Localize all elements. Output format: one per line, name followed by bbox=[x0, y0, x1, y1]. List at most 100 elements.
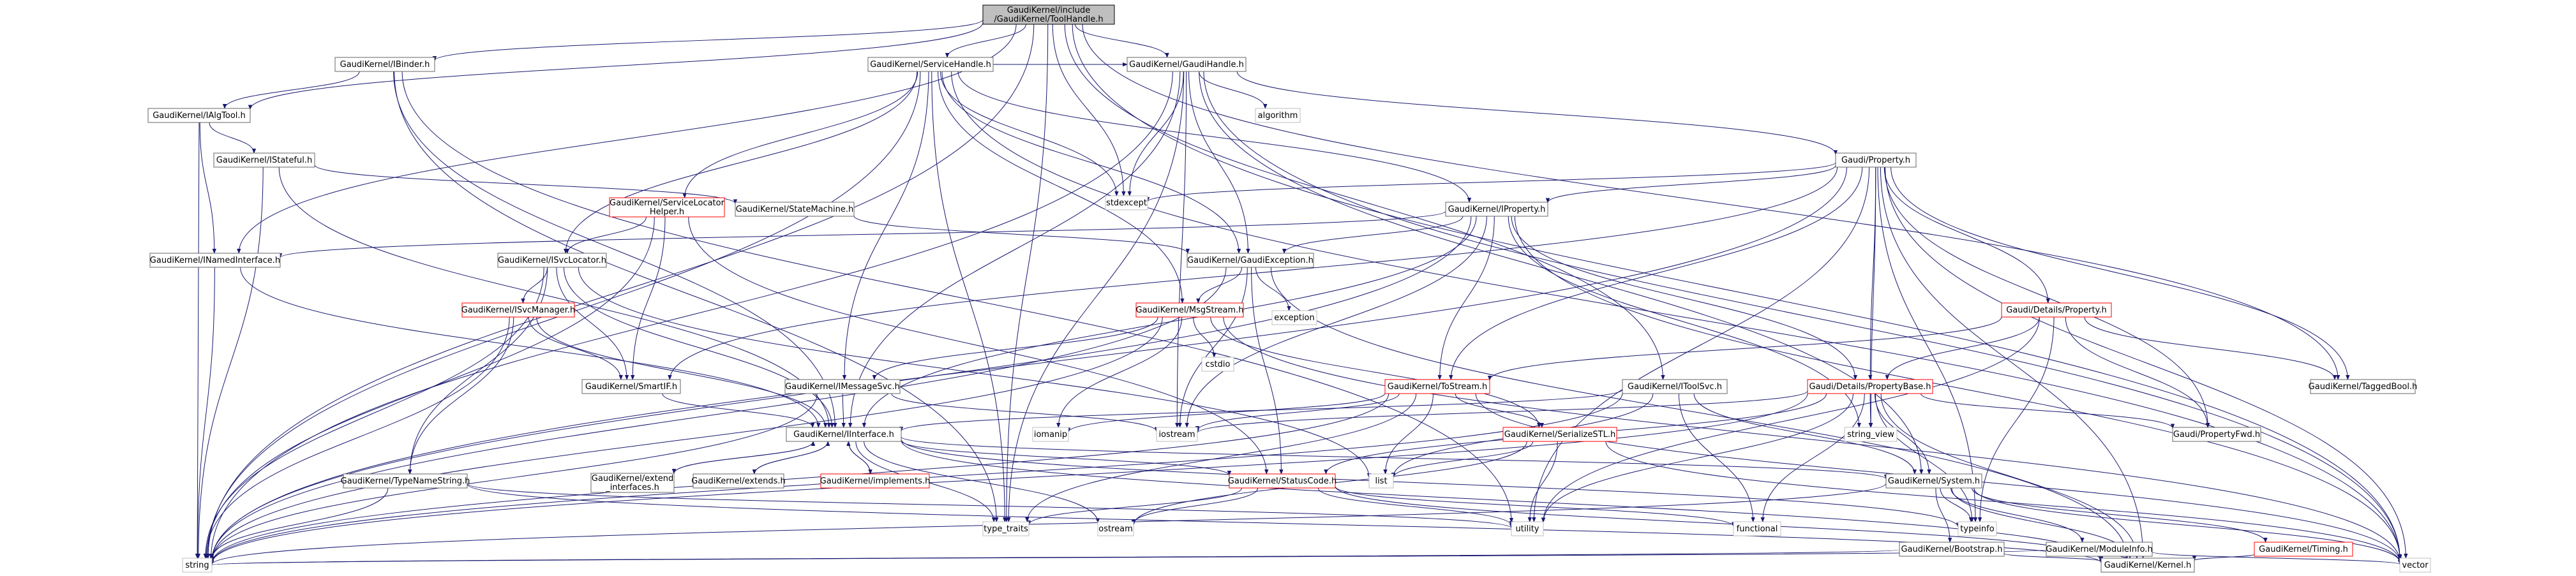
node-box bbox=[1807, 379, 1933, 394]
node-box bbox=[2001, 302, 2112, 318]
edge-ToStream-to-SerializeSTL bbox=[1455, 393, 1542, 428]
edge-GaudiProperty-to-DetailsProperty bbox=[1883, 166, 2048, 303]
edge-IProperty-to-iostream bbox=[1187, 216, 1487, 427]
node-DetailsProperty[interactable]: Gaudi/Details/Property.h bbox=[2001, 302, 2112, 318]
node-TaggedBool[interactable]: GaudiKernel/TaggedBool.h bbox=[2309, 379, 2418, 394]
node-label: utility bbox=[1516, 524, 1539, 534]
node-label: GaudiKernel/INamedInterface.h bbox=[150, 256, 280, 265]
node-SerializeSTL[interactable]: GaudiKernel/SerializeSTL.h bbox=[1502, 427, 1617, 442]
node-list: list bbox=[1368, 473, 1394, 489]
edge-ISvcLocator-to-ISvcManager bbox=[523, 267, 548, 303]
edge-IBinder-to-IAlgTool bbox=[225, 71, 360, 109]
edge-PropertyBase-to-PropertyFwd bbox=[1921, 393, 2173, 429]
node-PropertyFwd[interactable]: Gaudi/PropertyFwd.h bbox=[2172, 427, 2261, 442]
edge-GaudiProperty-to-ToStream bbox=[1451, 166, 1863, 380]
node-label: GaudiKernel/Kernel.h bbox=[2104, 561, 2192, 570]
node-label: GaudiKernel/IMessageSvc.h bbox=[785, 382, 900, 392]
node-box bbox=[497, 253, 607, 268]
edge-DetailsProperty-to-utility bbox=[1543, 316, 2040, 522]
node-label: GaudiKernel/extend bbox=[592, 474, 673, 484]
edge-GaudiHandle-to-System bbox=[1199, 71, 1922, 474]
node-implements[interactable]: GaudiKernel/implements.h bbox=[820, 473, 931, 489]
node-box bbox=[2254, 542, 2353, 557]
node-label: /GaudiKernel/ToolHandle.h bbox=[994, 15, 1103, 24]
node-IStateful[interactable]: GaudiKernel/IStateful.h bbox=[213, 152, 315, 168]
node-Kernel[interactable]: GaudiKernel/Kernel.h bbox=[2100, 558, 2195, 573]
edge-GaudiException-to-MsgStream bbox=[1198, 267, 1243, 304]
node-IToolSvc[interactable]: GaudiKernel/IToolSvc.h bbox=[1622, 379, 1728, 394]
node-IAlgTool[interactable]: GaudiKernel/IAlgTool.h bbox=[147, 108, 251, 123]
node-ostream: ostream bbox=[1097, 521, 1134, 536]
edge-PropertyBase-to-Kernel bbox=[1880, 393, 2137, 558]
node-IBinder[interactable]: GaudiKernel/IBinder.h bbox=[334, 57, 435, 72]
node-Timing[interactable]: GaudiKernel/Timing.h bbox=[2254, 542, 2353, 557]
node-label: iomanip bbox=[1034, 430, 1067, 439]
node-GaudiHandle[interactable]: GaudiKernel/GaudiHandle.h bbox=[1127, 57, 1247, 72]
node-label: Gaudi/Property.h bbox=[1841, 156, 1910, 165]
node-GaudiException[interactable]: GaudiKernel/GaudiException.h bbox=[1187, 253, 1314, 268]
edge-ServiceHandle-to-SvcLocHelper bbox=[685, 71, 918, 198]
edge-ServiceHandle-to-IProperty bbox=[957, 71, 1469, 202]
edge-Timing-to-Kernel bbox=[2194, 554, 2255, 561]
node-extend_interfaces[interactable]: GaudiKernel/extend_interfaces.h bbox=[590, 473, 675, 493]
edge-IToolSvc-to-functional bbox=[1678, 393, 1753, 522]
node-label: _interfaces.h bbox=[605, 483, 659, 492]
node-stdexcept: stdexcept bbox=[1105, 195, 1148, 210]
node-label: GaudiKernel/TaggedBool.h bbox=[2309, 382, 2418, 392]
node-box bbox=[982, 4, 1115, 25]
node-Bootstrap[interactable]: GaudiKernel/Bootstrap.h bbox=[1899, 542, 2005, 557]
node-StatusCode[interactable]: GaudiKernel/StatusCode.h bbox=[1228, 473, 1337, 489]
edge-ServiceHandle-to-stdexcept bbox=[940, 71, 1117, 196]
node-MsgStream[interactable]: GaudiKernel/MsgStream.h bbox=[1135, 302, 1244, 318]
node-IProperty[interactable]: GaudiKernel/IProperty.h bbox=[1445, 202, 1548, 217]
edge-SvcLocHelper-to-string bbox=[206, 216, 655, 558]
edge-IInterface-to-System bbox=[901, 436, 1886, 480]
edge-TypeNameString-to-Kernel bbox=[467, 484, 2101, 563]
edge-root-to-IAlgTool bbox=[250, 22, 984, 109]
node-label: vector bbox=[2402, 561, 2429, 570]
node-label: algorithm bbox=[1258, 111, 1298, 121]
node-ISvcLocator[interactable]: GaudiKernel/ISvcLocator.h bbox=[497, 253, 607, 268]
edge-IStateful-to-StateMachine bbox=[314, 164, 735, 204]
node-label: GaudiKernel/extends.h bbox=[691, 476, 786, 486]
edge-System-to-vector bbox=[1973, 487, 2400, 563]
edge-IStateful-to-string bbox=[198, 166, 264, 558]
node-root[interactable]: GaudiKernel/include/GaudiKernel/ToolHand… bbox=[982, 4, 1115, 25]
edge-SerializeSTL-to-vector bbox=[1605, 441, 2400, 563]
node-ToStream[interactable]: GaudiKernel/ToStream.h bbox=[1384, 379, 1490, 394]
node-SmartIF[interactable]: GaudiKernel/SmartIF.h bbox=[581, 379, 681, 394]
edge-GaudiHandle-to-GaudiException bbox=[1188, 71, 1248, 253]
edge-ServiceHandle-to-GaudiException bbox=[941, 71, 1239, 253]
node-IMessageSvc[interactable]: GaudiKernel/IMessageSvc.h bbox=[784, 379, 901, 394]
edge-ISvcManager-to-string bbox=[206, 316, 510, 558]
node-label: GaudiKernel/GaudiException.h bbox=[1187, 256, 1314, 265]
edge-ISvcLocator-to-string bbox=[206, 267, 544, 558]
node-label: GaudiKernel/IInterface.h bbox=[793, 430, 894, 439]
node-StateMachine[interactable]: GaudiKernel/StateMachine.h bbox=[735, 202, 855, 217]
edge-GaudiHandle-to-vector bbox=[1203, 71, 2400, 559]
node-System[interactable]: GaudiKernel/System.h bbox=[1885, 473, 1982, 489]
node-utility: utility bbox=[1511, 521, 1544, 536]
node-ModuleInfo[interactable]: GaudiKernel/ModuleInfo.h bbox=[2046, 542, 2153, 557]
edge-StatusCode-to-utility bbox=[1317, 487, 1511, 526]
edge-MsgStream-to-vector bbox=[1223, 316, 2400, 562]
node-GaudiProperty[interactable]: Gaudi/Property.h bbox=[1835, 152, 1917, 168]
edge-GaudiProperty-to-string bbox=[212, 166, 1847, 561]
edge-ISvcManager-to-SmartIF bbox=[528, 316, 621, 380]
node-ISvcManager[interactable]: GaudiKernel/ISvcManager.h bbox=[461, 302, 575, 318]
node-ServiceHandle[interactable]: GaudiKernel/ServiceHandle.h bbox=[867, 57, 994, 72]
edge-GaudiProperty-to-TaggedBool bbox=[1891, 166, 2348, 380]
node-box bbox=[1502, 427, 1617, 442]
node-INamedInterface[interactable]: GaudiKernel/INamedInterface.h bbox=[149, 253, 281, 268]
node-extends[interactable]: GaudiKernel/extends.h bbox=[691, 473, 786, 489]
node-box bbox=[343, 473, 468, 489]
node-box bbox=[2100, 558, 2195, 573]
edge-SmartIF-to-IInterface bbox=[662, 393, 812, 428]
node-TypeNameString[interactable]: GaudiKernel/TypeNameString.h bbox=[341, 473, 470, 489]
edge-GaudiProperty-to-SmartIF bbox=[670, 166, 1838, 380]
node-box bbox=[1622, 379, 1728, 394]
node-PropertyBase[interactable]: Gaudi/Details/PropertyBase.h bbox=[1807, 379, 1933, 394]
node-IInterface[interactable]: GaudiKernel/IInterface.h bbox=[786, 427, 902, 442]
node-label: string bbox=[185, 561, 209, 570]
